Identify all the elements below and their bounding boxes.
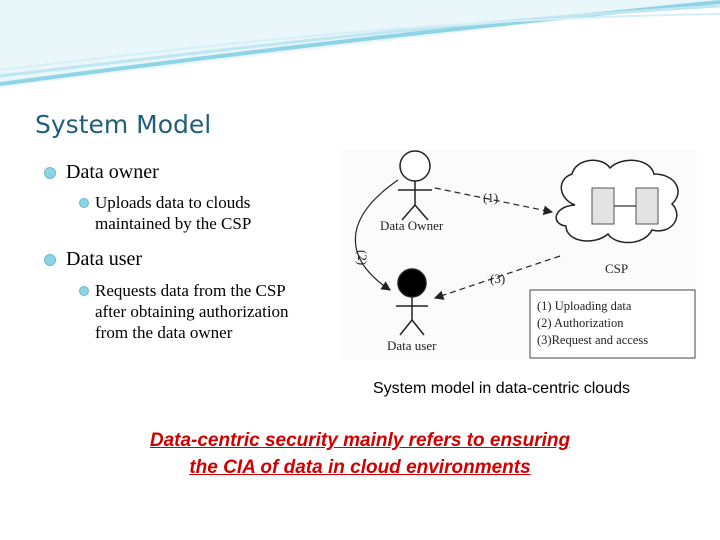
arrow-3-label: (3) <box>490 271 505 286</box>
owner-label: Data Owner <box>380 218 444 233</box>
bullet-dot-icon <box>44 167 56 179</box>
highlight-line-2: the CIA of data in cloud environments <box>189 457 531 478</box>
subbullet-dot-icon <box>79 198 89 208</box>
header-wave-decoration <box>0 0 720 88</box>
subbullet-request: Requests data from the CSP after obtaini… <box>79 280 289 343</box>
cloud-icon <box>555 159 679 244</box>
bullet-dot-icon <box>44 254 56 266</box>
legend-item: (3)Request and access <box>537 333 648 347</box>
bullet-label: Data user <box>66 248 143 270</box>
bullet-data-owner: Data owner <box>44 160 159 184</box>
subbullet-line: Uploads data to clouds <box>95 193 251 212</box>
csp-label: CSP <box>605 261 628 276</box>
legend-item: (2) Authorization <box>537 316 624 330</box>
subbullet-line: Requests data from the CSP <box>95 281 286 300</box>
subbullet-dot-icon <box>79 286 89 296</box>
bullet-label: Data owner <box>66 161 159 183</box>
system-model-diagram: Data Owner Data user CSP (1) (2) (3) (1)… <box>340 150 697 360</box>
arrow-2-label: (2) <box>355 250 370 265</box>
subbullet-line: from the data owner <box>95 323 233 342</box>
user-label: Data user <box>387 338 437 353</box>
diagram-caption: System model in data-centric clouds <box>373 380 630 397</box>
subbullet-upload: Uploads data to clouds maintained by the… <box>79 192 252 234</box>
subbullet-line: maintained by the CSP <box>95 214 252 233</box>
subbullet-line: after obtaining authorization <box>95 302 289 321</box>
arrow-1-label: (1) <box>483 190 498 205</box>
slide-title: System Model <box>35 110 212 139</box>
data-user-figure <box>396 268 428 336</box>
bullet-data-user: Data user <box>44 247 143 271</box>
legend-item: (1) Uploading data <box>537 299 632 313</box>
data-owner-figure <box>398 150 432 221</box>
highlight-line-1: Data-centric security mainly refers to e… <box>149 430 571 451</box>
